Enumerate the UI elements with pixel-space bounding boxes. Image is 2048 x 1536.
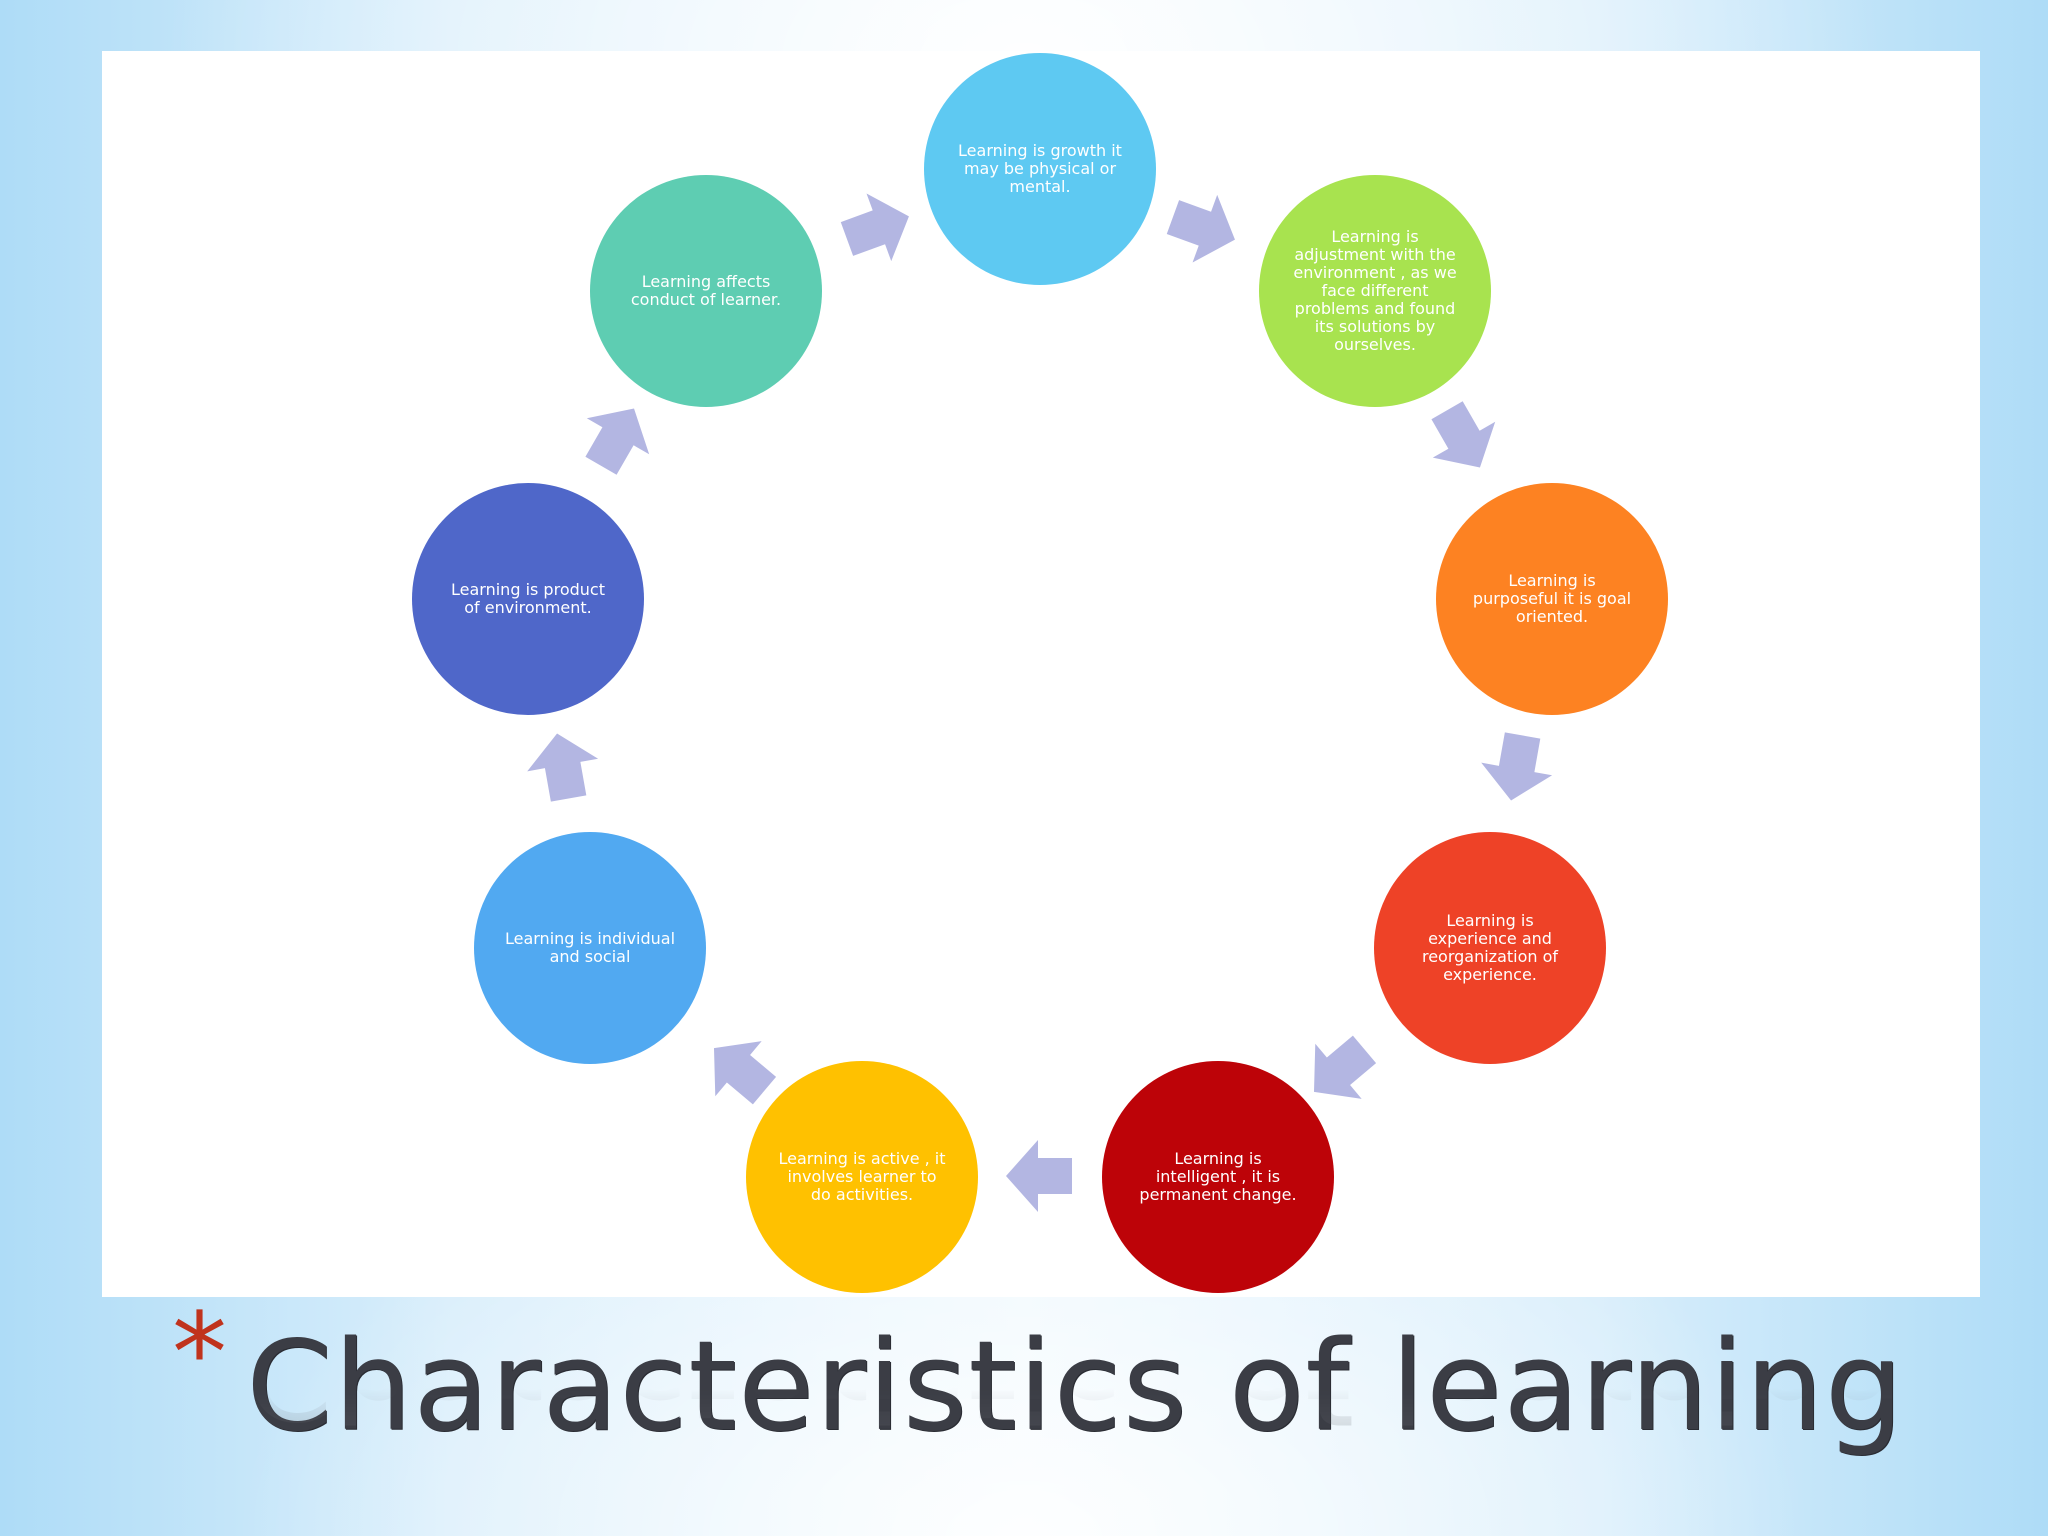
cycle-node-label-line: Learning is — [1446, 911, 1533, 930]
cycle-node-circle — [1436, 483, 1668, 715]
cycle-arrows — [527, 193, 1553, 1212]
cycle-node-label-line: may be physical or — [964, 159, 1117, 178]
cycle-node-circle — [1374, 832, 1606, 1064]
cycle-arrow-intelligent — [1006, 1140, 1072, 1212]
cycle-arrow-product-environment — [585, 408, 650, 475]
cycle-node-label-line: Learning is individual — [505, 929, 675, 948]
title-bullet-asterisk: * — [172, 1289, 227, 1417]
cycle-arrow-experience — [1313, 1035, 1377, 1099]
cycle-node-label-line: permanent change. — [1139, 1185, 1296, 1204]
cycle-node-label-line: oriented. — [1516, 607, 1588, 626]
cycle-node-label-line: Learning is — [1174, 1149, 1261, 1168]
cycle-node-circle — [1102, 1061, 1334, 1293]
cycle-node-label-line: experience. — [1443, 965, 1537, 984]
cycle-node-circle — [746, 1061, 978, 1293]
cycle-arrow-active — [713, 1041, 777, 1105]
cycle-node-label-line: of environment. — [464, 598, 592, 617]
title-block: * Characteristics of learning Characteri… — [172, 1289, 1904, 1498]
cycle-arrow-purposeful — [1481, 732, 1553, 801]
cycle-node-label-line: conduct of learner. — [631, 290, 781, 309]
cycle-node-label-line: reorganization of — [1422, 947, 1558, 966]
cycle-node-label-line: Learning affects — [642, 272, 771, 291]
cycle-node-label-line: Learning is growth it — [958, 141, 1122, 160]
cycle-arrow-growth — [1166, 194, 1235, 263]
cycle-node-circle — [590, 175, 822, 407]
page-title: Characteristics of learning — [246, 1315, 1905, 1459]
cycle-node-label-line: purposeful it is goal — [1473, 589, 1631, 608]
cycle-arrow-conduct — [840, 193, 909, 262]
cycle-node-label-line: adjustment with the — [1294, 245, 1455, 264]
cycle-node-label-line: Learning is — [1331, 227, 1418, 246]
cycle-node-label-line: do activities. — [811, 1185, 913, 1204]
cycle-node-circle — [474, 832, 706, 1064]
cycle-node-label-line: intelligent , it is — [1156, 1167, 1280, 1186]
cycle-node-label-line: experience and — [1428, 929, 1552, 948]
cycle-node-label-line: ourselves. — [1334, 335, 1416, 354]
cycle-node-label-line: Learning is product — [451, 580, 605, 599]
cycle-node-circle — [1259, 175, 1491, 407]
cycle-node-label-line: face different — [1321, 281, 1428, 300]
cycle-node-label-line: involves learner to — [787, 1167, 936, 1186]
cycle-node-circle — [412, 483, 644, 715]
cycle-node-label-line: environment , as we — [1293, 263, 1456, 282]
cycle-node-label-line: mental. — [1009, 177, 1070, 196]
cycle-node-label-line: Learning is active , it — [778, 1149, 945, 1168]
page-title-reflection: Characteristics of learning — [246, 1388, 1904, 1448]
cycle-node-label-line: and social — [550, 947, 631, 966]
cycle-node-label-line: problems and found — [1295, 299, 1456, 318]
cycle-arrow-individual-social — [527, 733, 599, 802]
cycle-node-label-line: its solutions by — [1315, 317, 1436, 336]
cycle-node-circle — [924, 53, 1156, 285]
cycle-node-label-line: Learning is — [1508, 571, 1595, 590]
cycle-arrow-adjustment — [1431, 401, 1496, 468]
